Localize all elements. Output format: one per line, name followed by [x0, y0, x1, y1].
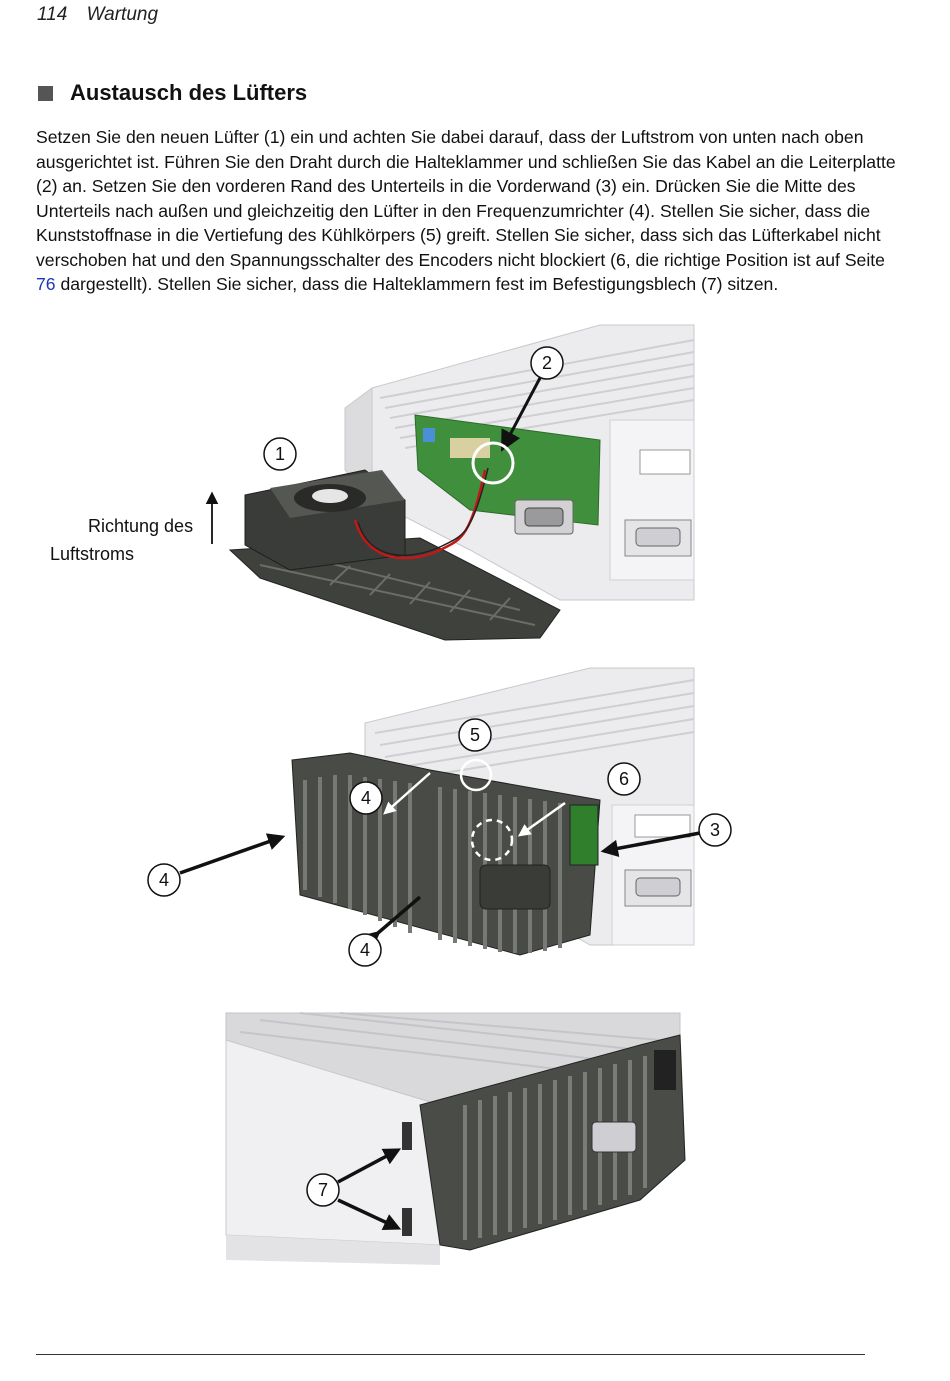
callout-3: 3 [698, 813, 732, 847]
callout-5-label: 5 [470, 725, 480, 745]
footer-rule [36, 1354, 865, 1355]
callout-2-label: 2 [542, 353, 552, 373]
square-bullet-icon [38, 85, 53, 101]
callout-4-bottom: 4 [348, 933, 382, 967]
drive-housing [225, 1012, 681, 1265]
paragraph-text-1: Setzen Sie den neuen Lüfter (1) ein und … [36, 127, 896, 270]
callout-4-left: 4 [147, 863, 181, 897]
figure-fan-insertion: 1 2 Richtung des Luftstroms [50, 324, 695, 641]
callout-7-label: 7 [318, 1180, 328, 1200]
page-link[interactable]: 76 [36, 274, 56, 294]
section-title: Austausch des Lüfters [70, 80, 308, 105]
section-heading: Austausch des Lüfters [38, 80, 307, 106]
instruction-paragraph: Setzen Sie den neuen Lüfter (1) ein und … [36, 125, 896, 297]
callout-6-label: 6 [619, 769, 629, 789]
airflow-indicator: Richtung des Luftstroms [50, 491, 219, 564]
callout-5: 5 [458, 718, 492, 752]
figure-retaining-clips: 7 [225, 1012, 686, 1265]
fan-cover [419, 1034, 686, 1251]
callout-6: 6 [607, 762, 641, 796]
airflow-label-line1: Richtung des [88, 516, 193, 536]
callout-4-bottom-label: 4 [360, 940, 370, 960]
clip-lower [402, 1208, 412, 1236]
callout-1-label: 1 [275, 444, 285, 464]
callout-4-top-label: 4 [361, 788, 371, 808]
callout-7: 7 [306, 1173, 340, 1207]
callout-1: 1 [263, 437, 297, 471]
clip-upper [402, 1122, 412, 1150]
page-header: 114 Wartung [37, 4, 158, 26]
fan-assembly [228, 467, 561, 641]
callout-2: 2 [471, 346, 564, 485]
airflow-label-line2: Luftstroms [50, 544, 134, 564]
callout-3-label: 3 [710, 820, 720, 840]
chapter-name: Wartung [86, 4, 159, 25]
figure-fan-mounting: 5 6 3 4 4 4 [147, 667, 732, 967]
callout-4-top: 4 [349, 781, 383, 815]
callout-4-left-label: 4 [159, 870, 169, 890]
circuit-board [414, 414, 601, 535]
paragraph-text-2: dargestellt). Stellen Sie sicher, dass d… [55, 274, 779, 294]
page-number: 114 [37, 4, 68, 25]
